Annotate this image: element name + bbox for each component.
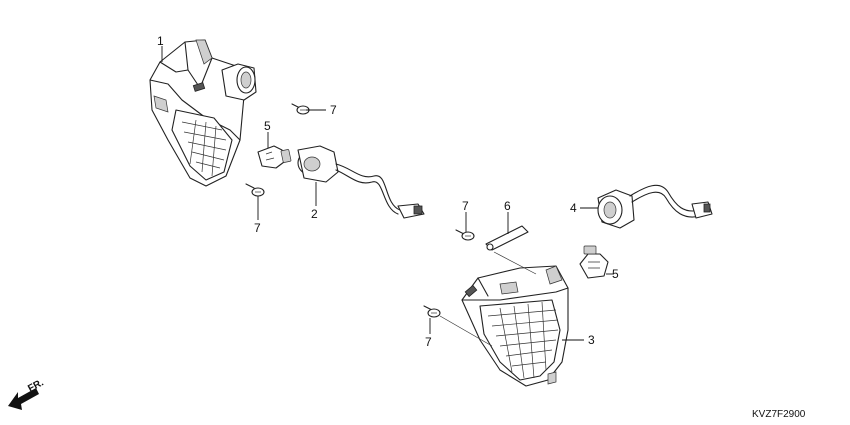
label-2-socket: 2 — [311, 207, 318, 221]
front-direction-marker: FR. — [8, 377, 46, 410]
socket-harness-right — [597, 184, 713, 229]
label-1-lamp-left: 1 — [157, 34, 164, 48]
label-6-stay: 6 — [504, 199, 511, 213]
stay-bracket — [485, 225, 529, 251]
right-lamp-assembly — [461, 265, 569, 387]
screw-left — [245, 183, 265, 197]
label-7-screw-low: 7 — [425, 335, 432, 349]
front-arrow-icon — [8, 388, 39, 410]
assembly-lines — [439, 251, 537, 347]
label-7-screw-mid: 7 — [462, 199, 469, 213]
label-5-bulb-left: 5 — [264, 119, 271, 133]
bulb-left — [257, 145, 292, 169]
screw-top — [291, 103, 310, 115]
leader-lines — [161, 46, 614, 341]
screw-low — [423, 305, 441, 318]
drawing-code: KVZ7F2900 — [752, 409, 806, 420]
label-3-lamp-right: 3 — [588, 333, 595, 347]
socket-harness-left — [297, 145, 425, 219]
label-4-socket: 4 — [570, 201, 577, 215]
label-7-screw-top: 7 — [330, 103, 337, 117]
fr-label: FR. — [26, 377, 46, 394]
label-7-screw-left: 7 — [254, 221, 261, 235]
callout-labels: 1 7 5 2 7 7 6 4 5 7 3 — [157, 34, 619, 349]
left-lamp-assembly — [149, 39, 257, 187]
label-5-bulb-right: 5 — [612, 267, 619, 281]
bulb-right — [579, 245, 609, 279]
screw-mid — [455, 229, 475, 241]
